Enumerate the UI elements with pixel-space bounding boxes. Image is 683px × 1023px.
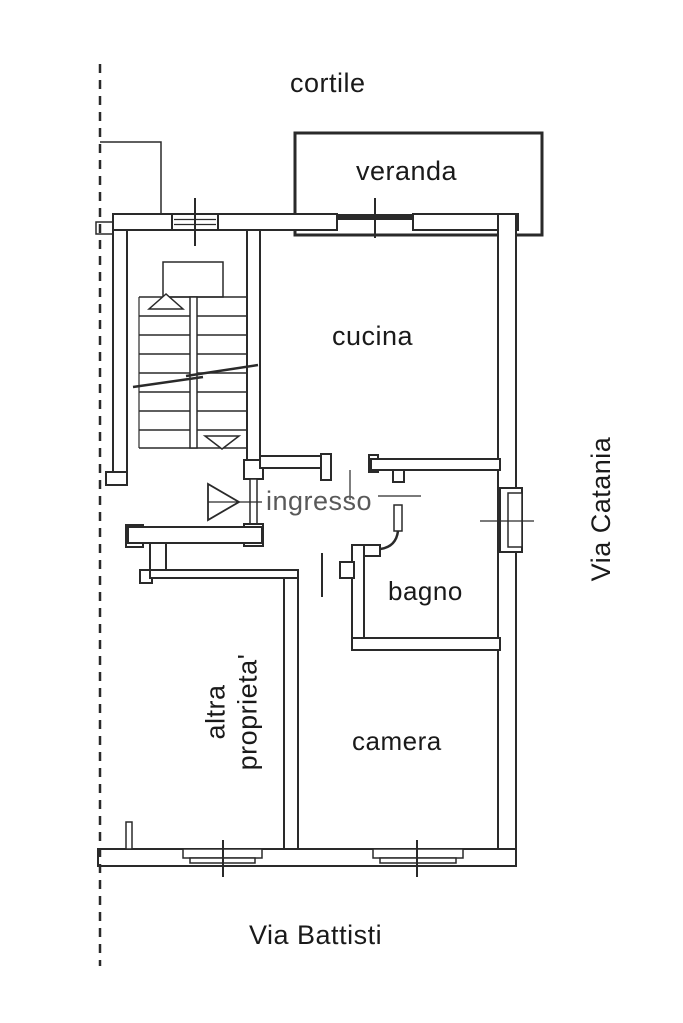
entrance-arrow-icon [207,482,262,522]
bathroom-door [379,504,403,551]
label-bedroom: camera [352,726,442,756]
label-kitchen: cucina [332,321,414,351]
stair-down-arrow-icon [202,435,242,450]
staircase [132,261,259,450]
window-bottom-left [182,840,263,877]
label-other-property: altra proprieta' [200,640,264,785]
stair-stringer [189,296,198,449]
label-street-bottom: Via Battisti [249,920,383,950]
courtyard-boundary-line [100,141,162,214]
label-street-right: Via Catania [586,436,616,582]
label-other-property-line1: altra [200,684,231,740]
label-other-property-line2: proprieta' [232,653,263,771]
stair-landing [162,261,224,298]
window-top [171,198,219,246]
label-veranda: veranda [356,156,458,186]
walls [95,213,519,867]
window-bathroom [480,487,534,553]
label-entrance: ingresso [266,486,373,516]
window-bottom-right [372,840,464,877]
stair-up-arrow-icon [147,292,185,310]
stair-break-line [132,363,259,389]
label-bathroom: bagno [388,576,463,606]
veranda-door [337,198,413,238]
label-courtyard: cortile [290,68,366,98]
